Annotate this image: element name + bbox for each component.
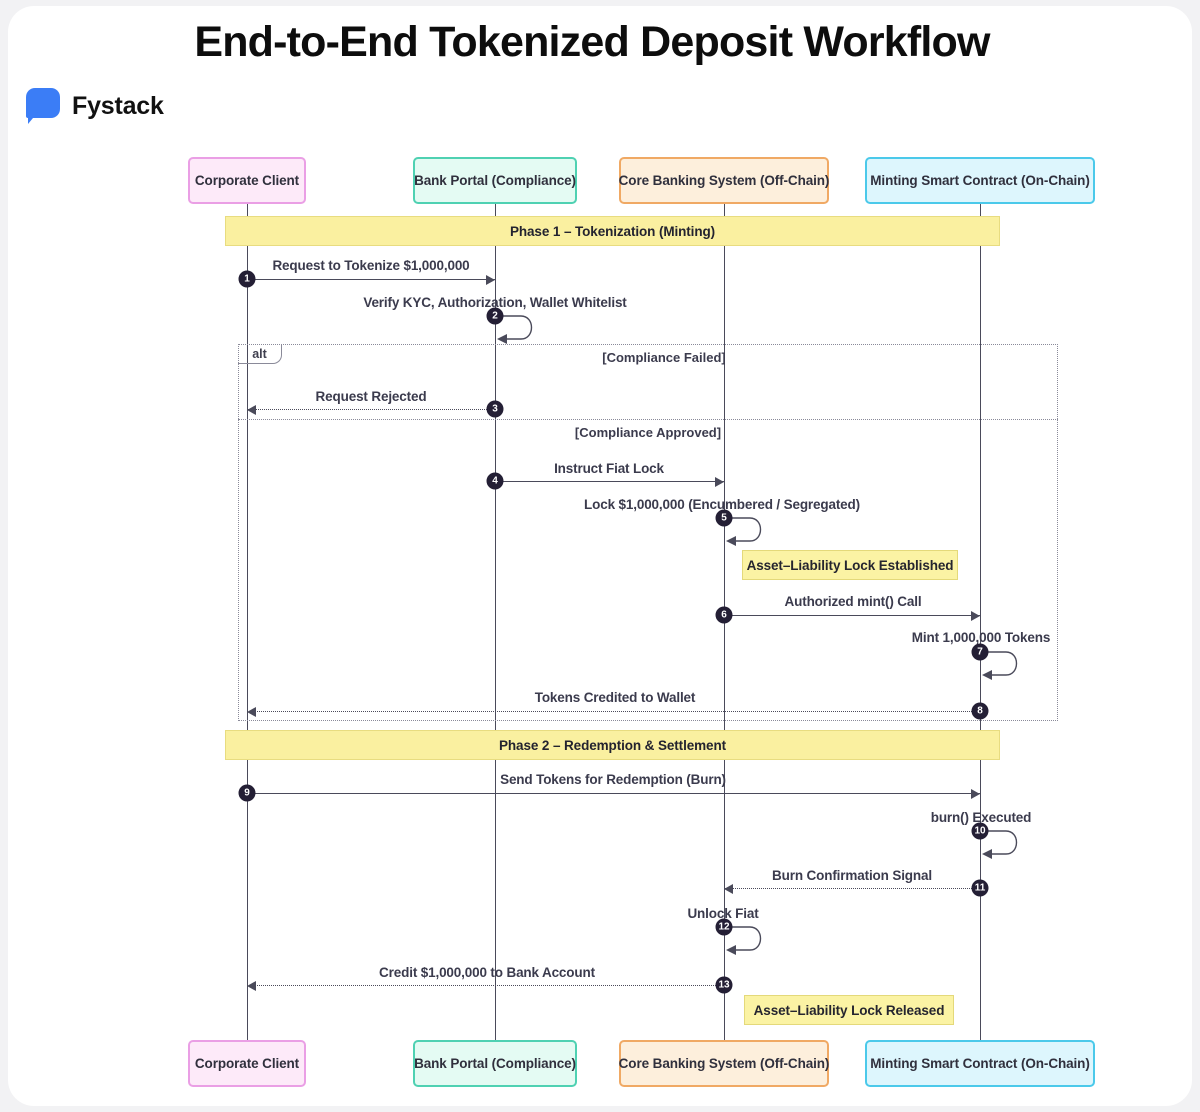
lifeline-chain [980,204,981,1040]
message-label-7: Mint 1,000,000 Tokens [911,630,1051,645]
participant-box-client-bottom[interactable]: Corporate Client [188,1040,306,1087]
sequence-number-12: 12 [715,918,733,936]
message-label-12: Unlock Fiat [687,906,759,921]
alt-fragment [238,344,1058,721]
chat-bubble-icon [26,88,60,124]
participant-box-core-top[interactable]: Core Banking System (Off-Chain) [619,157,829,204]
sequence-number-11: 11 [971,879,989,897]
sequence-number-4: 4 [486,472,504,490]
message-arrowhead-11 [724,884,733,894]
message-label-2: Verify KYC, Authorization, Wallet Whitel… [363,295,627,310]
message-label-5: Lock $1,000,000 (Encumbered / Segregated… [584,497,860,512]
participant-box-chain-bottom[interactable]: Minting Smart Contract (On-Chain) [865,1040,1095,1087]
self-message-loop-2 [497,315,533,344]
sequence-number-9: 9 [238,784,256,802]
sequence-number-13: 13 [715,976,733,994]
message-label-8: Tokens Credited to Wallet [534,690,696,705]
sequence-number-7: 7 [971,643,989,661]
message-arrowhead-9 [971,789,980,799]
message-line-1 [247,279,495,280]
message-line-13 [247,985,724,986]
participant-box-chain-top[interactable]: Minting Smart Contract (On-Chain) [865,157,1095,204]
self-message-loop-5 [726,517,762,546]
sequence-number-8: 8 [971,702,989,720]
message-line-6 [724,615,980,616]
brand-name: Fystack [72,91,164,120]
message-line-9 [247,793,980,794]
sequence-number-1: 1 [238,270,256,288]
note-1: Asset–Liability Lock Established [742,550,958,580]
message-label-1: Request to Tokenize $1,000,000 [272,258,470,273]
message-arrowhead-1 [486,275,495,285]
self-message-loop-10 [982,830,1018,859]
message-label-4: Instruct Fiat Lock [554,461,664,476]
alt-fragment-tab: alt [238,344,282,364]
alt-branch-condition-0: [Compliance Failed] [602,350,726,365]
message-line-4 [495,481,724,482]
page-title: End-to-End Tokenized Deposit Workflow [194,18,990,66]
message-label-3: Request Rejected [315,389,427,404]
participant-box-portal-bottom[interactable]: Bank Portal (Compliance) [413,1040,577,1087]
message-label-10: burn() Executed [930,810,1032,825]
message-line-3 [247,409,495,410]
sequence-number-6: 6 [715,606,733,624]
message-arrowhead-3 [247,405,256,415]
sequence-number-2: 2 [486,307,504,325]
message-arrowhead-13 [247,981,256,991]
lifeline-client [247,204,248,1040]
participant-box-core-bottom[interactable]: Core Banking System (Off-Chain) [619,1040,829,1087]
sequence-number-5: 5 [715,509,733,527]
message-arrowhead-6 [971,611,980,621]
alt-branch-condition-1: [Compliance Approved] [574,425,722,440]
message-line-11 [724,888,980,889]
sequence-number-3: 3 [486,400,504,418]
message-arrowhead-8 [247,707,256,717]
self-message-loop-12 [726,926,762,955]
participant-box-client-top[interactable]: Corporate Client [188,157,306,204]
message-label-6: Authorized mint() Call [784,594,922,609]
message-label-9: Send Tokens for Redemption (Burn) [500,772,726,787]
message-label-11: Burn Confirmation Signal [772,868,932,883]
phase-banner-1: Phase 1 – Tokenization (Minting) [225,216,1000,246]
note-2: Asset–Liability Lock Released [744,995,954,1025]
message-label-13: Credit $1,000,000 to Bank Account [379,965,595,980]
alt-branch-divider-1 [238,419,1058,420]
phase-banner-2: Phase 2 – Redemption & Settlement [225,730,1000,760]
lifeline-portal [495,204,496,1040]
message-arrowhead-4 [715,477,724,487]
participant-box-portal-top[interactable]: Bank Portal (Compliance) [413,157,577,204]
sequence-number-10: 10 [971,822,989,840]
message-line-8 [247,711,980,712]
brand-logo-group: Fystack [26,88,164,124]
self-message-loop-7 [982,651,1018,680]
